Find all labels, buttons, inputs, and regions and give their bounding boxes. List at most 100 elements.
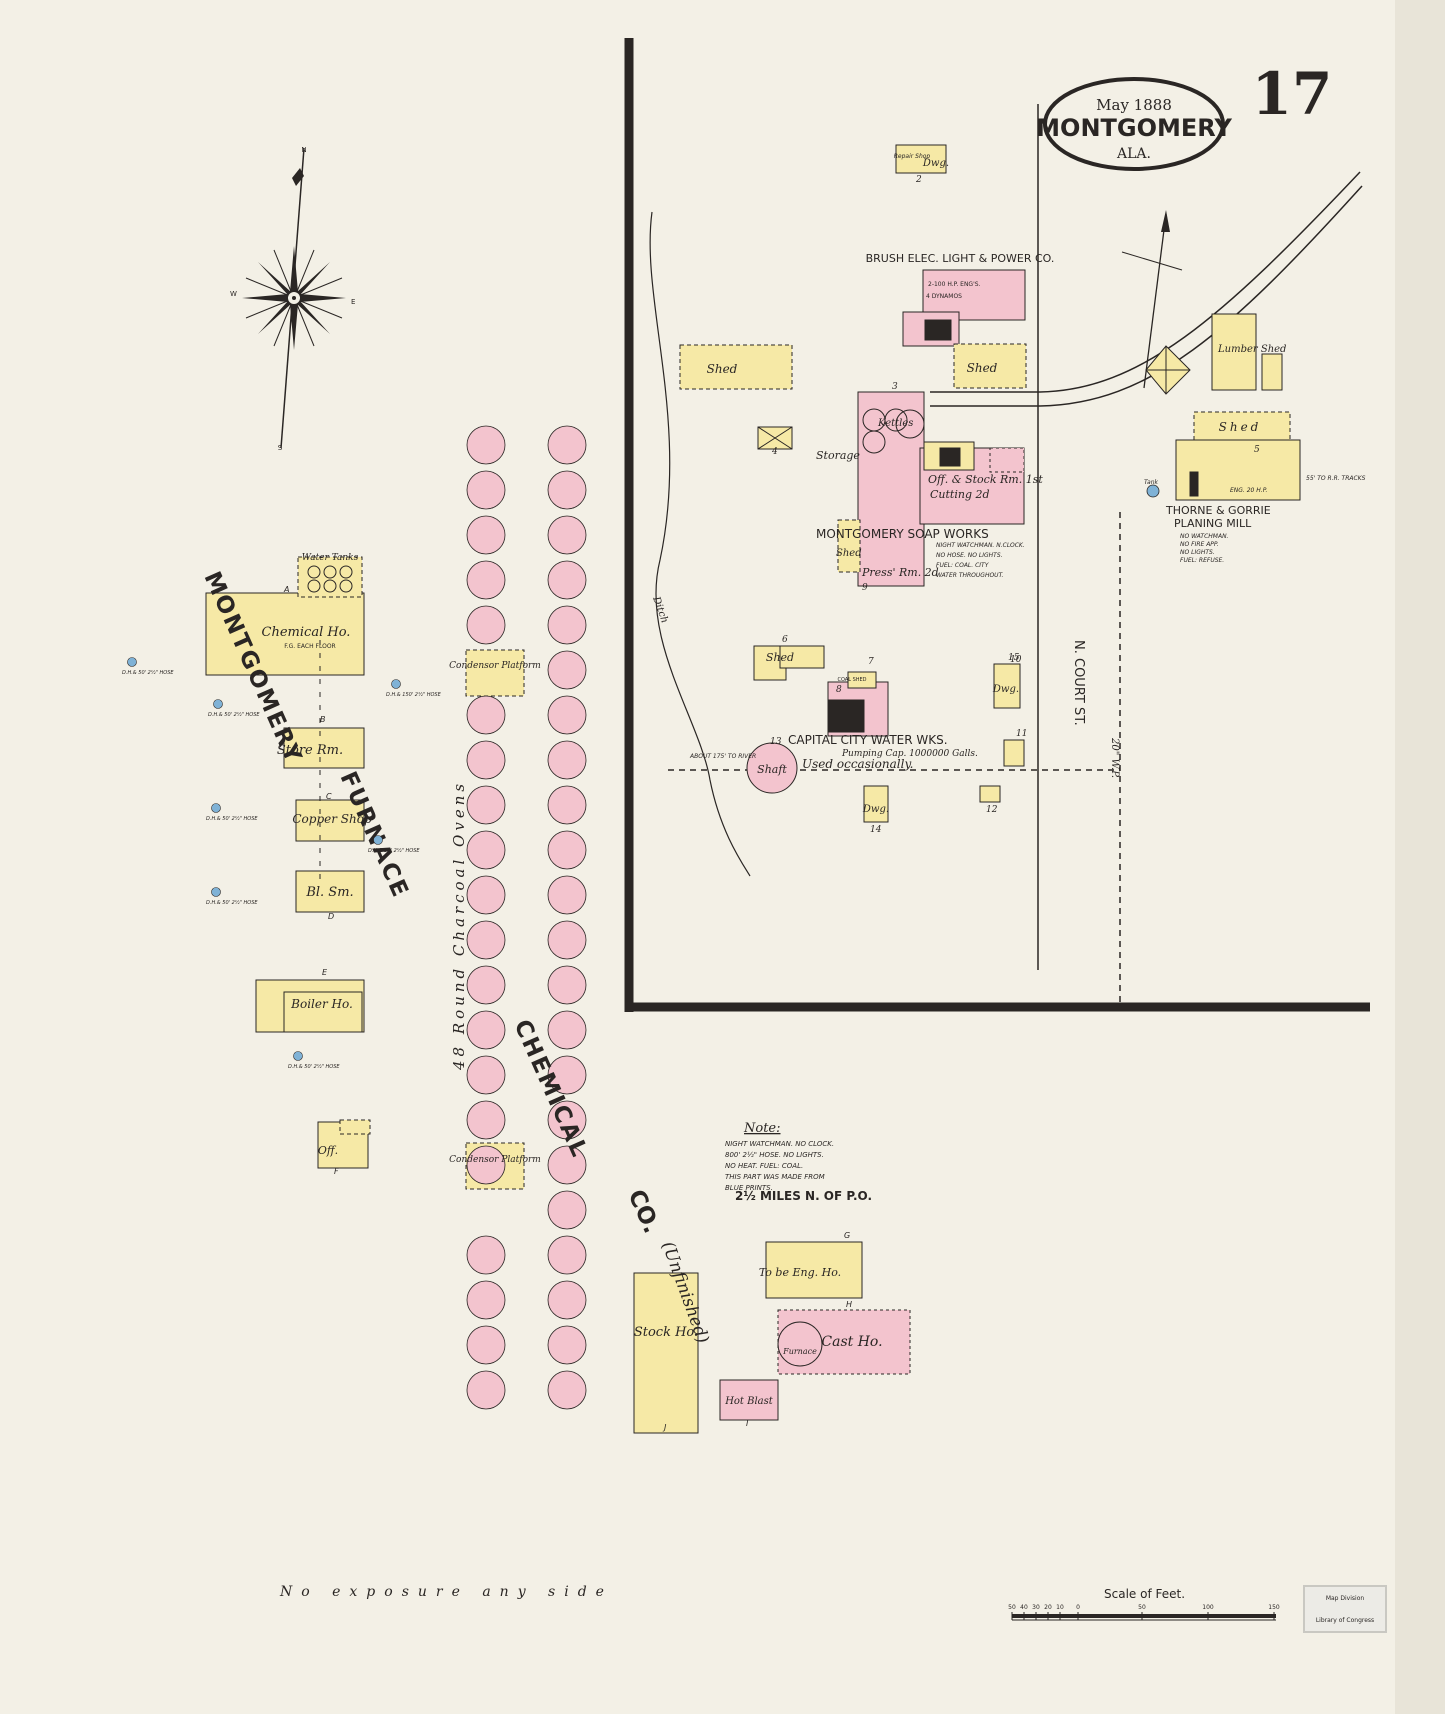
off-label: Off. — [318, 1144, 338, 1157]
hydrant-icon — [213, 699, 223, 709]
oven — [547, 650, 587, 690]
hydrant-note: D.H.& 50' 2½" HOSE — [368, 847, 420, 854]
note-heading: Note: — [743, 1121, 781, 1136]
scale-tick-label: 20 — [1044, 1604, 1052, 1611]
oven — [466, 470, 506, 510]
oven — [466, 1280, 506, 1320]
oven — [547, 965, 587, 1005]
furnace-letter: B — [320, 715, 326, 724]
hydrant-icon — [293, 1051, 303, 1061]
compass-n: N — [301, 146, 306, 154]
north-arrow-small — [1121, 210, 1183, 389]
oven — [466, 785, 506, 825]
to-be-eng-ho-label: To be Eng. Ho. — [759, 1266, 841, 1279]
paper-edge — [1395, 0, 1445, 1714]
compass-s: S — [278, 444, 283, 452]
furnace-letter: E — [322, 968, 328, 977]
hydrant-note: D.H.& 50' 2½" HOSE — [206, 899, 258, 906]
planing-tank: Tank — [1144, 479, 1159, 486]
oven — [466, 1235, 506, 1275]
scale-tick-label: 30 — [1032, 1604, 1040, 1611]
stamp-line-1: Map Division — [1326, 1595, 1365, 1602]
no-exposure-label: No exposure any side — [279, 1584, 613, 1600]
chemical-ho-label: Chemical Ho. — [262, 625, 351, 640]
soap-note-1: NIGHT WATCHMAN. N.CLOCK. — [936, 542, 1025, 549]
scale-tick-label: 40 — [1020, 1604, 1028, 1611]
planing-mill-tank — [1146, 484, 1160, 498]
dwg-label-13: Dwg. — [862, 804, 889, 815]
brush-electric-name: BRUSH ELEC. LIGHT & POWER CO. — [866, 252, 1055, 265]
planing-note-4: FUEL: REFUSE. — [1180, 557, 1224, 564]
repair-shop-label: Repair Shop — [894, 153, 931, 160]
oven — [547, 515, 587, 555]
note-distance: 2½ MILES N. OF P.O. — [735, 1189, 872, 1203]
furnace-letter: F — [334, 1167, 339, 1176]
oven — [547, 1235, 587, 1275]
building-number: 2 — [915, 175, 922, 185]
furnace-letter: D — [328, 912, 334, 921]
compass-rose: N S E W — [230, 146, 355, 452]
hydrant-note: D.H.& 50' 2½" HOSE — [122, 669, 174, 676]
brush-engines: 2-100 H.P. ENG'S. — [928, 281, 981, 288]
oven — [466, 515, 506, 555]
lumber-shed-label: Lumber Shed — [1217, 344, 1286, 355]
condensor-platform-1: Condensor Platform — [449, 661, 541, 671]
shed-label-left: Shed — [707, 362, 738, 376]
oven — [547, 875, 587, 915]
building-number: 5 — [1254, 445, 1260, 455]
oven — [466, 695, 506, 735]
note-line-2: 800' 2½" HOSE. NO LIGHTS. — [725, 1151, 824, 1159]
brush-dynamos: 4 DYNAMOS — [926, 293, 962, 300]
furnace-letter: G — [844, 1231, 850, 1240]
charcoal-ovens — [466, 425, 587, 1410]
soap-note-4: WATER THROUGHOUT. — [936, 572, 1004, 579]
cast-ho-label: Cast Ho. — [821, 1334, 882, 1350]
brush-shed-label: Shed — [967, 361, 998, 375]
hydrants: D.H.& 50' 2½" HOSE D.H.& 50' 2½" HOSE D.H.… — [122, 657, 442, 1070]
oven — [466, 605, 506, 645]
scale-tick-label: 50 — [1138, 1604, 1146, 1611]
planing-eng: ENG. 20 H.P. — [1230, 487, 1267, 494]
oven — [547, 830, 587, 870]
hydrant-note: D.H.& 150' 2½" HOSE — [386, 691, 442, 698]
dwg-label-14: Dwg. — [992, 684, 1019, 695]
block-boundary — [624, 38, 1370, 1012]
water-works-used: Used occasionally. — [802, 757, 913, 771]
oven — [466, 830, 506, 870]
furnace-letter: H — [846, 1300, 852, 1309]
planing-shed-label: Shed — [1219, 420, 1262, 434]
oven — [547, 605, 587, 645]
scale-tick-label: 50 — [1008, 1604, 1016, 1611]
oven — [466, 875, 506, 915]
oven — [466, 920, 506, 960]
soap-shed-label: Shed — [836, 548, 862, 559]
hydrant-icon — [127, 657, 137, 667]
oven — [547, 470, 587, 510]
oven — [547, 740, 587, 780]
planing-note-2: NO FIRE APP. — [1180, 541, 1219, 548]
oven — [466, 740, 506, 780]
oven — [466, 1010, 506, 1050]
hydrant-icon — [211, 803, 221, 813]
chemical-ho-note: F.G. EACH FLOOR — [284, 643, 335, 650]
scale-tick-label: 100 — [1202, 1604, 1214, 1611]
furnace-letter: J — [662, 1423, 667, 1432]
furnace-letter: A — [283, 585, 289, 594]
library-stamp: Map Division Library of Congress — [1303, 1585, 1387, 1633]
scale-tick-label: 0 — [1076, 1604, 1080, 1611]
oven — [466, 560, 506, 600]
scale-tick-label: 10 — [1056, 1604, 1064, 1611]
compass-e: E — [351, 298, 355, 306]
off-stock-label: Off. & Stock Rm. 1st — [928, 473, 1043, 486]
oven — [466, 1370, 506, 1410]
bl-sm-label: Bl. Sm. — [305, 885, 353, 900]
oven — [547, 1325, 587, 1365]
hydrant-icon — [211, 887, 221, 897]
building-number: 3 — [892, 382, 898, 392]
compass-w: W — [230, 290, 237, 298]
title-city: MONTGOMERY — [1036, 114, 1232, 142]
